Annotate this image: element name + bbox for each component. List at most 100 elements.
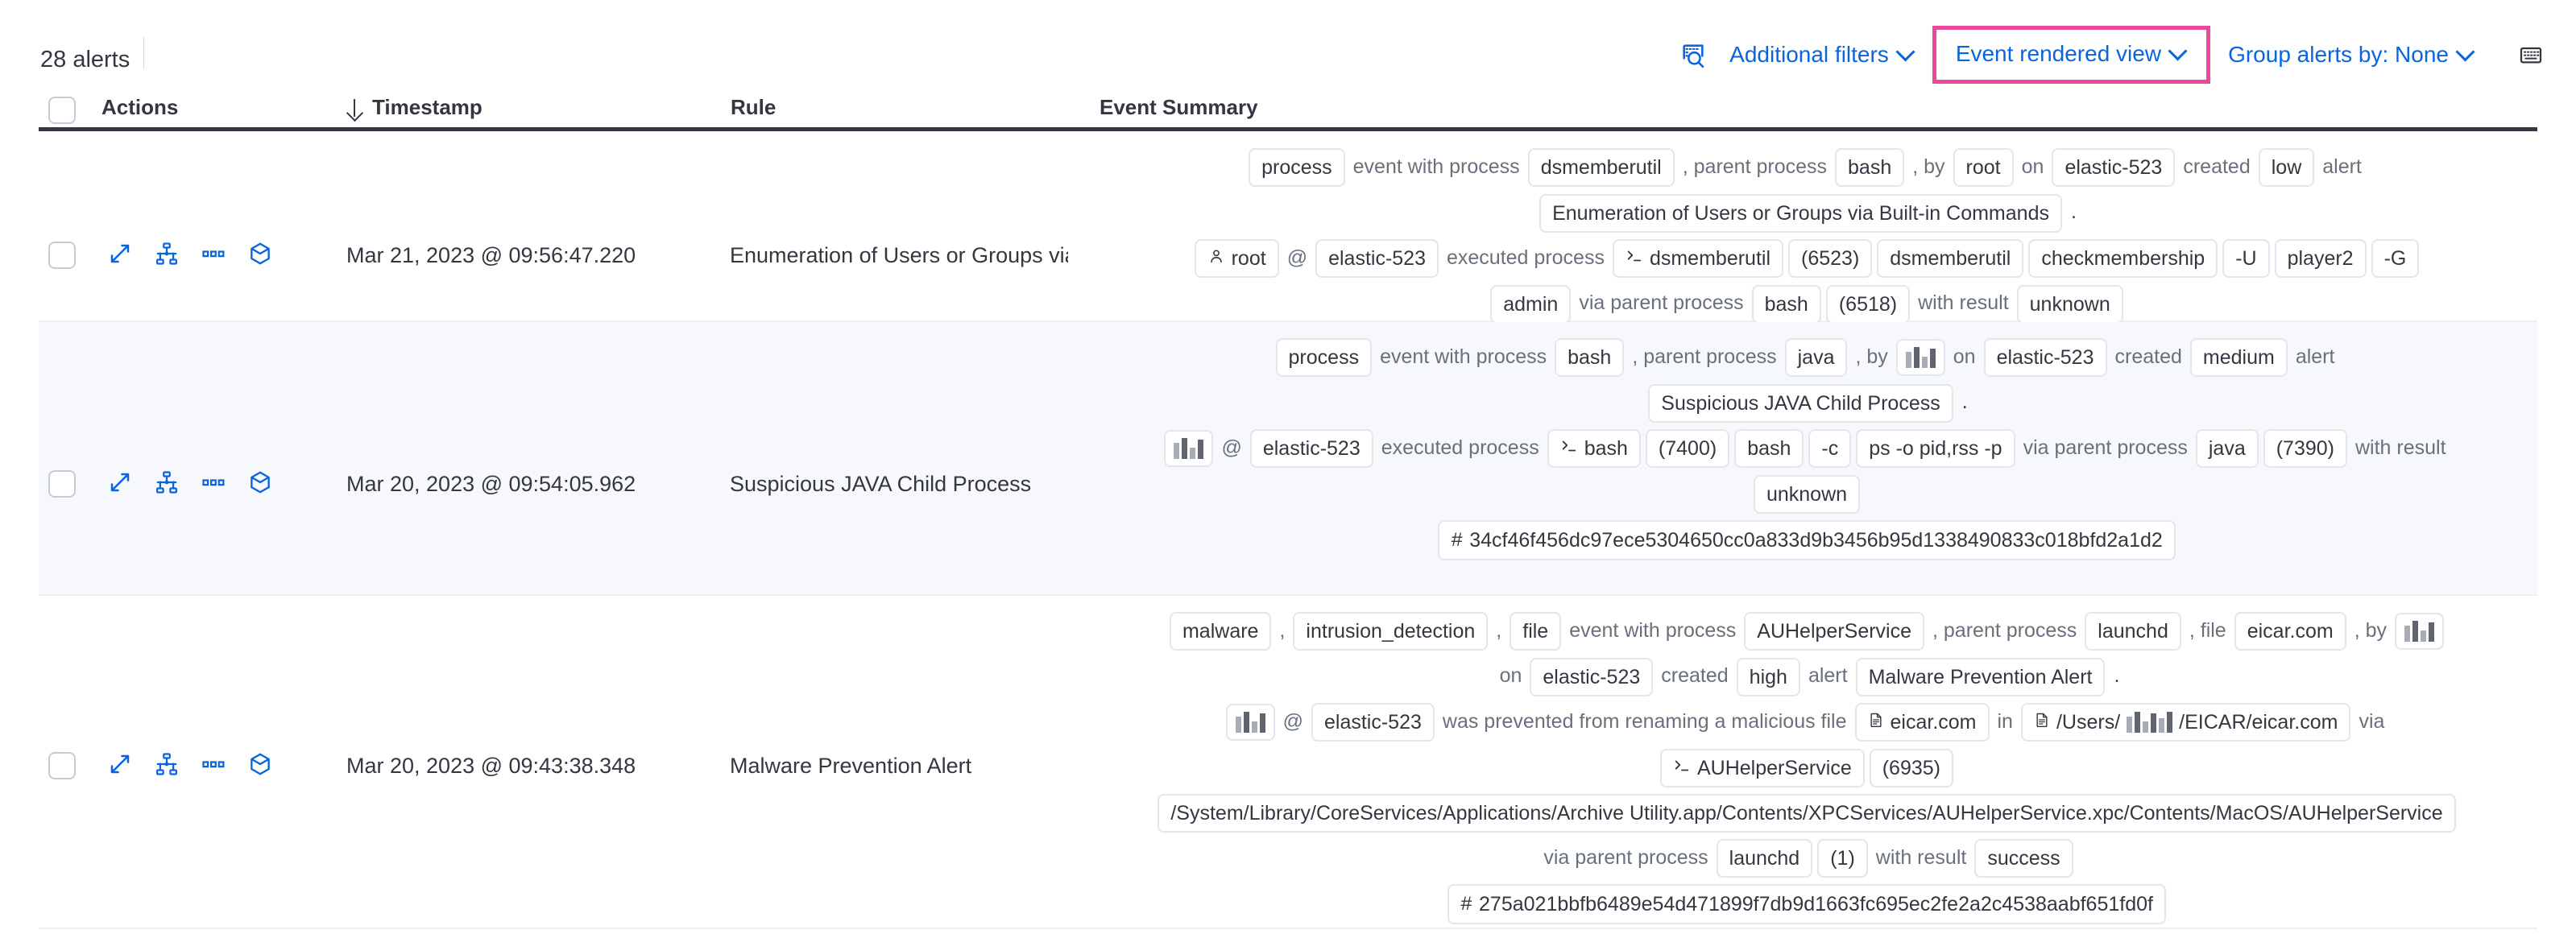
summary-chip[interactable]: elastic-523 — [1311, 703, 1435, 742]
summary-chip[interactable]: bash — [1555, 338, 1625, 378]
summary-chip[interactable]: elastic-523 — [1315, 239, 1439, 279]
summary-chip[interactable]: elastic-523 — [1249, 429, 1373, 469]
group-alerts-by-button[interactable]: Group alerts by: None — [2214, 37, 2489, 72]
row-select-checkbox[interactable] — [48, 752, 76, 779]
inspect-search-icon[interactable] — [1671, 38, 1715, 72]
summary-chip[interactable]: Malware Prevention Alert — [1855, 657, 2106, 696]
summary-chip[interactable]: unknown — [1753, 474, 1861, 514]
summary-chip[interactable]: bash — [1835, 148, 1905, 188]
summary-line: #34cf46f456dc97ece5304650cc0a833d9b3456b… — [1070, 517, 2544, 564]
analyze-event-icon[interactable] — [155, 752, 179, 776]
summary-chip[interactable]: malware — [1169, 612, 1272, 651]
summary-chip[interactable]: launchd — [1716, 839, 1813, 878]
summary-chip[interactable]: unknown — [2016, 284, 2123, 324]
cell-rule-name[interactable]: Suspicious JAVA Child Process — [730, 472, 1032, 496]
session-view-icon[interactable] — [248, 752, 272, 776]
summary-chip[interactable]: AUHelperService — [1744, 612, 1925, 651]
redacted-user-chip[interactable] — [1225, 704, 1275, 742]
summary-chip[interactable]: (6935) — [1869, 748, 1953, 787]
summary-chip[interactable]: /System/Library/CoreServices/Application… — [1158, 793, 2456, 833]
row-select-checkbox[interactable] — [48, 470, 76, 498]
cell-rule-name[interactable]: Malware Prevention Alert — [730, 754, 972, 778]
redacted-user-chip[interactable] — [1895, 339, 1945, 377]
summary-text: via — [2359, 709, 2385, 733]
summary-chip-label: eicar.com — [2247, 620, 2334, 643]
summary-chip[interactable]: admin — [1490, 284, 1572, 324]
additional-filters-button[interactable]: Additional filters — [1715, 37, 1929, 72]
summary-chip[interactable]: player2 — [2274, 239, 2367, 279]
summary-chip[interactable]: elastic-523 — [1530, 657, 1654, 696]
summary-chip[interactable]: dsmemberutil — [1877, 239, 2024, 279]
session-view-icon[interactable] — [248, 242, 272, 266]
summary-chip[interactable]: root — [1953, 148, 2014, 188]
summary-chip[interactable]: bash — [1734, 429, 1804, 469]
column-header-event-summary[interactable]: Event Summary — [1100, 95, 1258, 119]
more-actions-icon[interactable] — [201, 242, 226, 266]
summary-chip[interactable]: high — [1736, 657, 1800, 696]
additional-filters-label: Additional filters — [1729, 42, 1889, 67]
summary-chip[interactable]: ps -o pid,rss -p — [1856, 429, 2015, 469]
summary-chip[interactable]: AUHelperService — [1659, 748, 1865, 787]
summary-chip[interactable]: (7390) — [2263, 429, 2347, 469]
summary-chip[interactable]: process — [1275, 338, 1373, 378]
summary-chip[interactable]: eicar.com — [2234, 612, 2346, 651]
cell-rule-name[interactable]: Enumeration of Users or Groups via Bui — [730, 243, 1068, 267]
summary-chip[interactable]: -U — [2222, 239, 2270, 279]
summary-chip[interactable]: java — [1784, 338, 1848, 378]
expand-details-icon[interactable] — [108, 752, 132, 776]
select-all-checkbox[interactable] — [48, 97, 76, 124]
more-actions-icon[interactable] — [201, 752, 226, 776]
summary-chip[interactable]: bash — [1751, 284, 1821, 324]
redacted-value — [2404, 621, 2434, 643]
summary-chip[interactable]: root — [1194, 239, 1279, 279]
analyze-event-icon[interactable] — [155, 242, 179, 266]
summary-chip[interactable]: elastic-523 — [1983, 338, 2107, 378]
event-rendered-view-button[interactable]: Event rendered view — [1941, 36, 2201, 72]
summary-chip[interactable]: checkmembership — [2028, 239, 2218, 279]
expand-details-icon[interactable] — [108, 470, 132, 494]
summary-chip[interactable]: dsmemberutil — [1527, 148, 1675, 188]
table-row[interactable]: Mar 20, 2023 @ 09:54:05.962 Suspicious JA… — [39, 322, 2537, 596]
summary-chip[interactable]: #34cf46f456dc97ece5304650cc0a833d9b3456b… — [1438, 519, 2176, 560]
summary-chip[interactable]: (6518) — [1825, 284, 1911, 324]
more-actions-icon[interactable] — [201, 470, 226, 494]
column-header-rule[interactable]: Rule — [731, 95, 777, 119]
summary-text: , by — [1855, 345, 1888, 368]
summary-chip[interactable]: (6523) — [1788, 239, 1873, 279]
summary-chip[interactable]: low — [2258, 148, 2315, 188]
summary-chip[interactable]: #275a021bbfb6489e54d471899f7db9d1663fc69… — [1447, 884, 2166, 925]
summary-chip[interactable]: bash — [1547, 429, 1641, 469]
summary-chip[interactable]: intrusion_detection — [1293, 612, 1489, 651]
summary-chip-label: intrusion_detection — [1306, 620, 1476, 643]
file-path-chip[interactable]: /Users//EICAR/eicar.com — [2020, 703, 2351, 742]
summary-chip[interactable]: success — [1974, 839, 2073, 878]
analyze-event-icon[interactable] — [155, 470, 179, 494]
redacted-user-chip[interactable] — [1164, 430, 1214, 468]
summary-chip[interactable]: medium — [2189, 338, 2288, 378]
cell-timestamp: Mar 20, 2023 @ 09:54:05.962 — [346, 472, 636, 496]
summary-chip[interactable]: process — [1249, 148, 1345, 188]
summary-chip[interactable]: (7400) — [1645, 429, 1730, 469]
keyboard-shortcuts-icon[interactable] — [2510, 39, 2552, 71]
summary-chip[interactable]: elastic-523 — [2052, 148, 2176, 188]
summary-chip[interactable]: -G — [2371, 239, 2420, 279]
summary-chip[interactable]: launchd — [2085, 612, 2181, 651]
column-header-timestamp[interactable]: Timestamp — [346, 95, 482, 120]
expand-details-icon[interactable] — [108, 242, 132, 266]
summary-chip[interactable]: java — [2195, 429, 2259, 469]
session-view-icon[interactable] — [248, 470, 272, 494]
row-select-checkbox[interactable] — [48, 242, 76, 269]
summary-text: on — [1499, 664, 1522, 688]
summary-chip[interactable]: dsmemberutil — [1612, 239, 1784, 279]
redacted-user-chip[interactable] — [2395, 613, 2444, 651]
summary-chip[interactable]: file — [1510, 612, 1562, 651]
summary-chip[interactable]: eicar.com — [1854, 703, 1990, 742]
summary-chip[interactable]: (1) — [1817, 839, 1868, 878]
summary-chip[interactable]: Suspicious JAVA Child Process — [1648, 383, 1953, 423]
summary-chip[interactable]: -c — [1808, 429, 1852, 469]
summary-chip[interactable]: Enumeration of Users or Groups via Built… — [1539, 193, 2062, 233]
